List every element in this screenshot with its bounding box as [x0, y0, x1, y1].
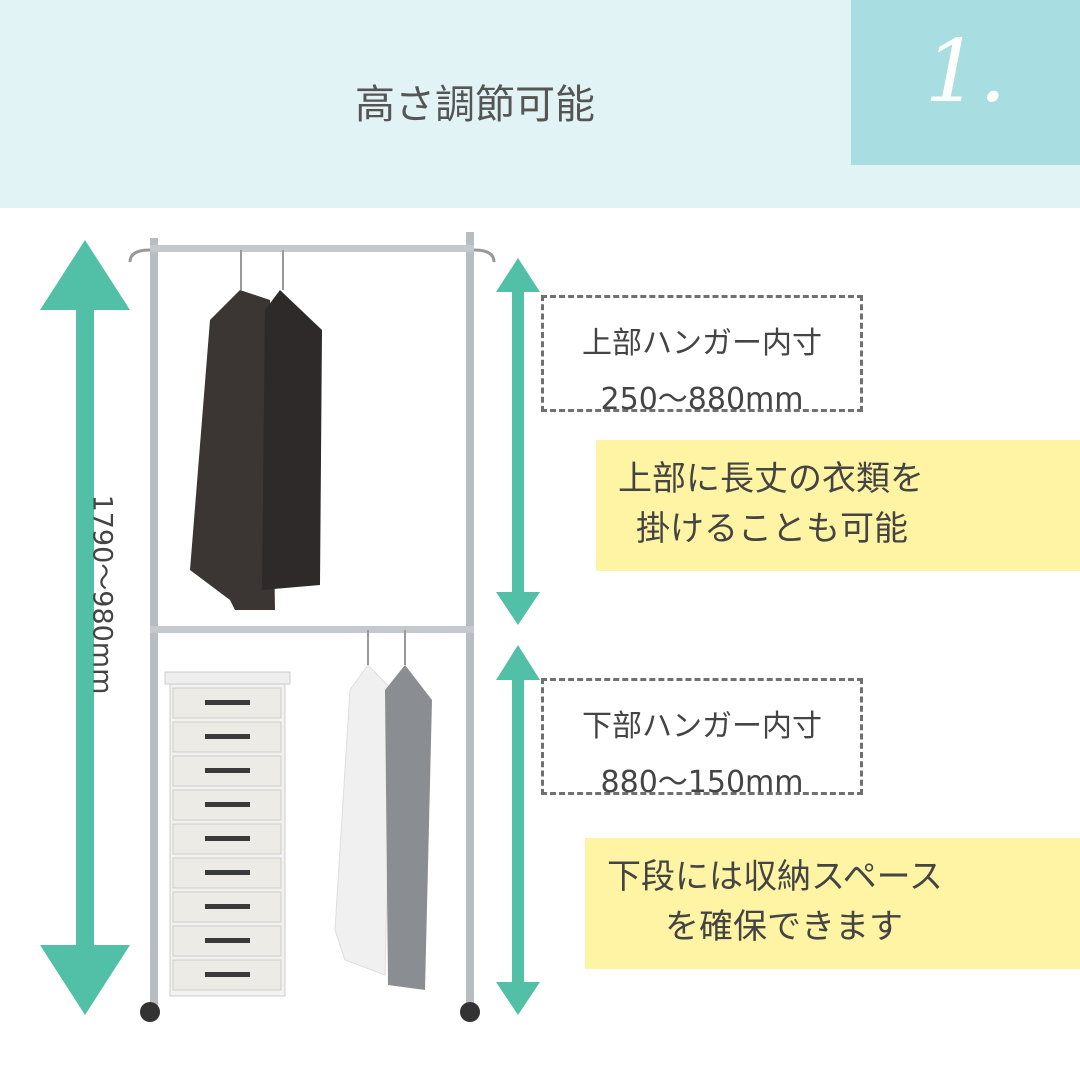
step-number: 1. — [924, 22, 1007, 122]
page-title: 高さ調節可能 — [355, 82, 595, 128]
lower-dimension-box: 下部ハンガー内寸 880～150mm — [541, 678, 863, 800]
upper-dimension-label: 上部ハンガー内寸 — [582, 326, 822, 361]
lower-dimension-value: 880～150mm — [600, 765, 804, 800]
lower-callout-line2: を確保できます — [665, 907, 903, 947]
drawer-chest — [164, 671, 291, 997]
upper-dimension-value: 250～880mm — [600, 382, 804, 417]
upper-dimension-box: 上部ハンガー内寸 250～880mm — [541, 295, 863, 417]
total-height-arrow — [40, 240, 130, 1015]
hanger-rack — [128, 232, 496, 1022]
jackets — [190, 250, 322, 610]
lower-height-arrow — [496, 645, 540, 1015]
lower-callout-line1: 下段には収納スペース — [607, 857, 943, 897]
upper-callout-line1: 上部に長丈の衣類を — [618, 459, 924, 499]
upper-height-arrow — [496, 258, 540, 625]
total-height-label: 1790～980mm — [86, 494, 118, 695]
shirts — [334, 630, 432, 990]
upper-callout-line2: 掛けることも可能 — [636, 509, 908, 549]
step-number-badge: 1. — [851, 0, 1080, 165]
lower-callout: 下段には収納スペース を確保できます — [585, 838, 1080, 969]
lower-dimension-label: 下部ハンガー内寸 — [582, 709, 822, 744]
header-banner: 高さ調節可能 1. — [0, 0, 1080, 208]
upper-callout: 上部に長丈の衣類を 掛けることも可能 — [596, 440, 1080, 571]
